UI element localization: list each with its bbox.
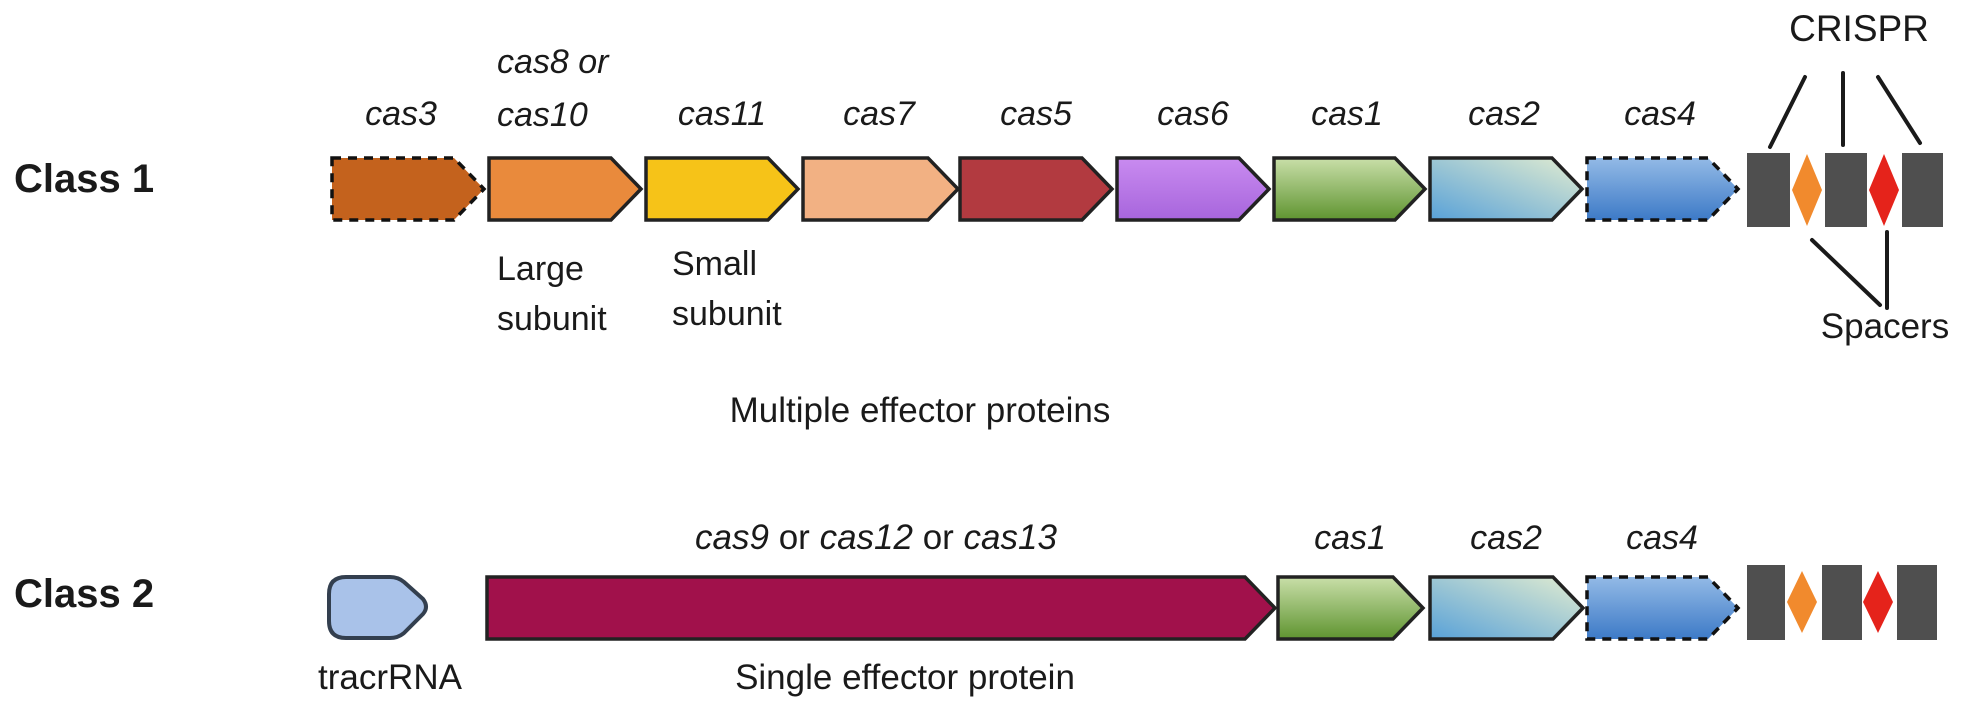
multiple-effector-proteins-label: Multiple effector proteins [729, 391, 1111, 430]
spacer-diamond-orange-class2 [1787, 571, 1817, 633]
gene-arrow-cas2-class1 [1428, 156, 1585, 222]
gene-label-cas7: cas7 [843, 95, 915, 133]
gene-arrow-cas1-class1 [1272, 156, 1428, 222]
class1-row-label: Class 1 [14, 157, 155, 201]
gene-label-cas4-class2: cas4 [1626, 519, 1698, 557]
single-effector-protein-label: Single effector protein [735, 658, 1075, 697]
gene-arrow-cas2-class2 [1428, 575, 1586, 641]
gene-arrow-cas6 [1115, 156, 1272, 222]
crispr-repeat-1-class2 [1747, 565, 1785, 640]
gene-label-cas5: cas5 [1000, 95, 1072, 133]
crispr-repeat-2-class2 [1822, 565, 1862, 640]
cas13-part: cas13 [963, 518, 1057, 557]
crispr-repeat-2-class1 [1825, 153, 1867, 227]
gene-arrow-cas9-cas12-cas13 [485, 575, 1278, 641]
gene-arrow-cas7 [801, 156, 961, 222]
gene-arrow-cas3 [330, 156, 487, 222]
gene-label-cas2-class1: cas2 [1468, 95, 1540, 133]
gene-label-cas6: cas6 [1157, 95, 1229, 133]
gene-label-cas11: cas11 [677, 95, 767, 133]
crispr-label: CRISPR [1789, 8, 1929, 49]
gene-label-cas1-class2: cas1 [1314, 519, 1386, 557]
crispr-repeat-3-class1 [1902, 153, 1943, 227]
spacer-diamond-orange-class1 [1792, 154, 1822, 226]
or-part-1: or [768, 518, 820, 557]
spacer-diamond-red-class2 [1863, 571, 1893, 633]
gene-label-cas3: cas3 [365, 95, 437, 133]
crispr-pointer-right [1876, 75, 1922, 145]
spacers-label: Spacers [1820, 307, 1950, 346]
gene-label-cas4-class1: cas4 [1624, 95, 1696, 133]
cas9-part: cas9 [695, 518, 769, 557]
gene-arrow-cas11 [644, 156, 801, 222]
gene-label-cas9-cas12-cas13: cas9 or cas12 or cas13 [576, 519, 1176, 557]
gene-arrow-cas8-cas10 [487, 156, 644, 222]
spacer-diamond-red-class1 [1869, 154, 1899, 226]
crispr-repeat-3-class2 [1897, 565, 1937, 640]
crispr-pointer-left [1768, 75, 1807, 149]
or-part-2: or [912, 518, 964, 557]
gene-label-cas8-cas10: cas8 or cas10 [497, 43, 609, 134]
gene-arrow-cas4-class2 [1585, 575, 1741, 641]
class2-row-label: Class 2 [14, 572, 155, 616]
cas12-part: cas12 [819, 518, 913, 557]
gene-arrow-cas1-class2 [1276, 575, 1426, 641]
tracrrna-shape [327, 575, 428, 640]
crispr-repeat-1-class1 [1747, 153, 1790, 227]
large-subunit-label: Large subunit [497, 250, 607, 338]
gene-arrow-cas4-class1 [1585, 156, 1741, 222]
spacers-pointer-diagonal [1810, 238, 1882, 307]
tracrrna-label: tracrRNA [318, 658, 462, 697]
small-subunit-label: Small subunit [672, 245, 782, 333]
gene-arrow-cas5 [958, 156, 1115, 222]
gene-label-cas2-class2: cas2 [1470, 519, 1542, 557]
gene-label-cas1-class1: cas1 [1311, 95, 1383, 133]
